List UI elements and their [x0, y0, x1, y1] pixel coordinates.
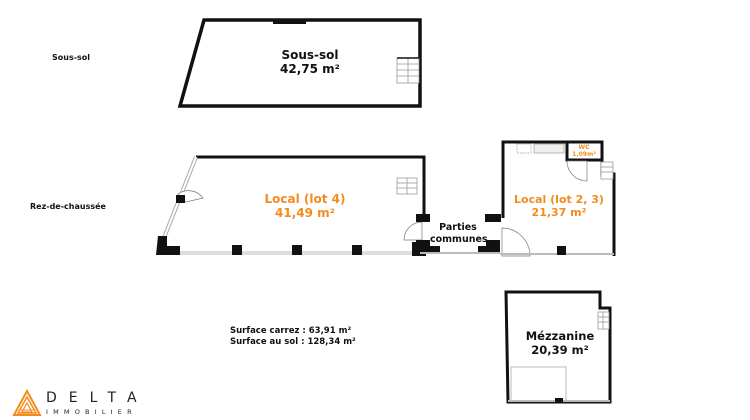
room-area: 20,39 m² — [531, 342, 589, 357]
sous-sol-plan — [177, 18, 422, 108]
room-name: Mézzanine — [525, 329, 595, 343]
mezzanine-plan — [504, 290, 612, 404]
logo-subtitle: IMMOBILIER — [46, 408, 137, 416]
room-name: Sous-sol — [281, 48, 339, 62]
staircase-icon — [600, 161, 614, 180]
room-area: 41,49 m² — [275, 206, 335, 221]
local-lot23-plan — [500, 140, 616, 256]
room-local-lot23: Local (lot 2, 3) 21,37 m² — [505, 193, 613, 219]
logo-word: DELTA — [46, 390, 149, 406]
surface-summary: Surface carrez : 63,91 m² Surface au sol… — [230, 326, 356, 348]
room-mezzanine: Mézzanine 20,39 m² — [515, 329, 605, 358]
room-wc: WC 1,09m² — [567, 144, 601, 158]
room-area: 21,37 m² — [531, 206, 587, 220]
room-sous-sol: Sous-sol 42,75 m² — [250, 48, 370, 77]
room-local-lot4: Local (lot 4) 41,49 m² — [245, 192, 365, 221]
level-label-ground: Rez-de-chaussée — [30, 202, 106, 211]
staircase-icon — [597, 311, 610, 330]
surface-sol: Surface au sol : 128,34 m² — [230, 337, 356, 348]
room-name-line1: Parties — [439, 222, 477, 233]
level-label-basement: Sous-sol — [52, 53, 91, 62]
staircase-icon — [396, 177, 418, 195]
room-area: 1,09m² — [572, 151, 596, 159]
staircase-icon — [396, 57, 420, 84]
room-parties-communes: Parties communes — [430, 222, 488, 246]
delta-immobilier-logo: DELTA IMMOBILIER — [12, 388, 172, 418]
delta-triangle-icon — [12, 388, 42, 416]
room-name: WC — [578, 144, 590, 151]
room-area: 42,75 m² — [280, 62, 340, 77]
room-name-line2: communes — [430, 233, 488, 245]
surface-carrez: Surface carrez : 63,91 m² — [230, 326, 352, 336]
room-name: Local (lot 4) — [264, 192, 346, 206]
room-name: Local (lot 2, 3) — [514, 193, 604, 206]
local-lot4-plan — [156, 155, 426, 256]
